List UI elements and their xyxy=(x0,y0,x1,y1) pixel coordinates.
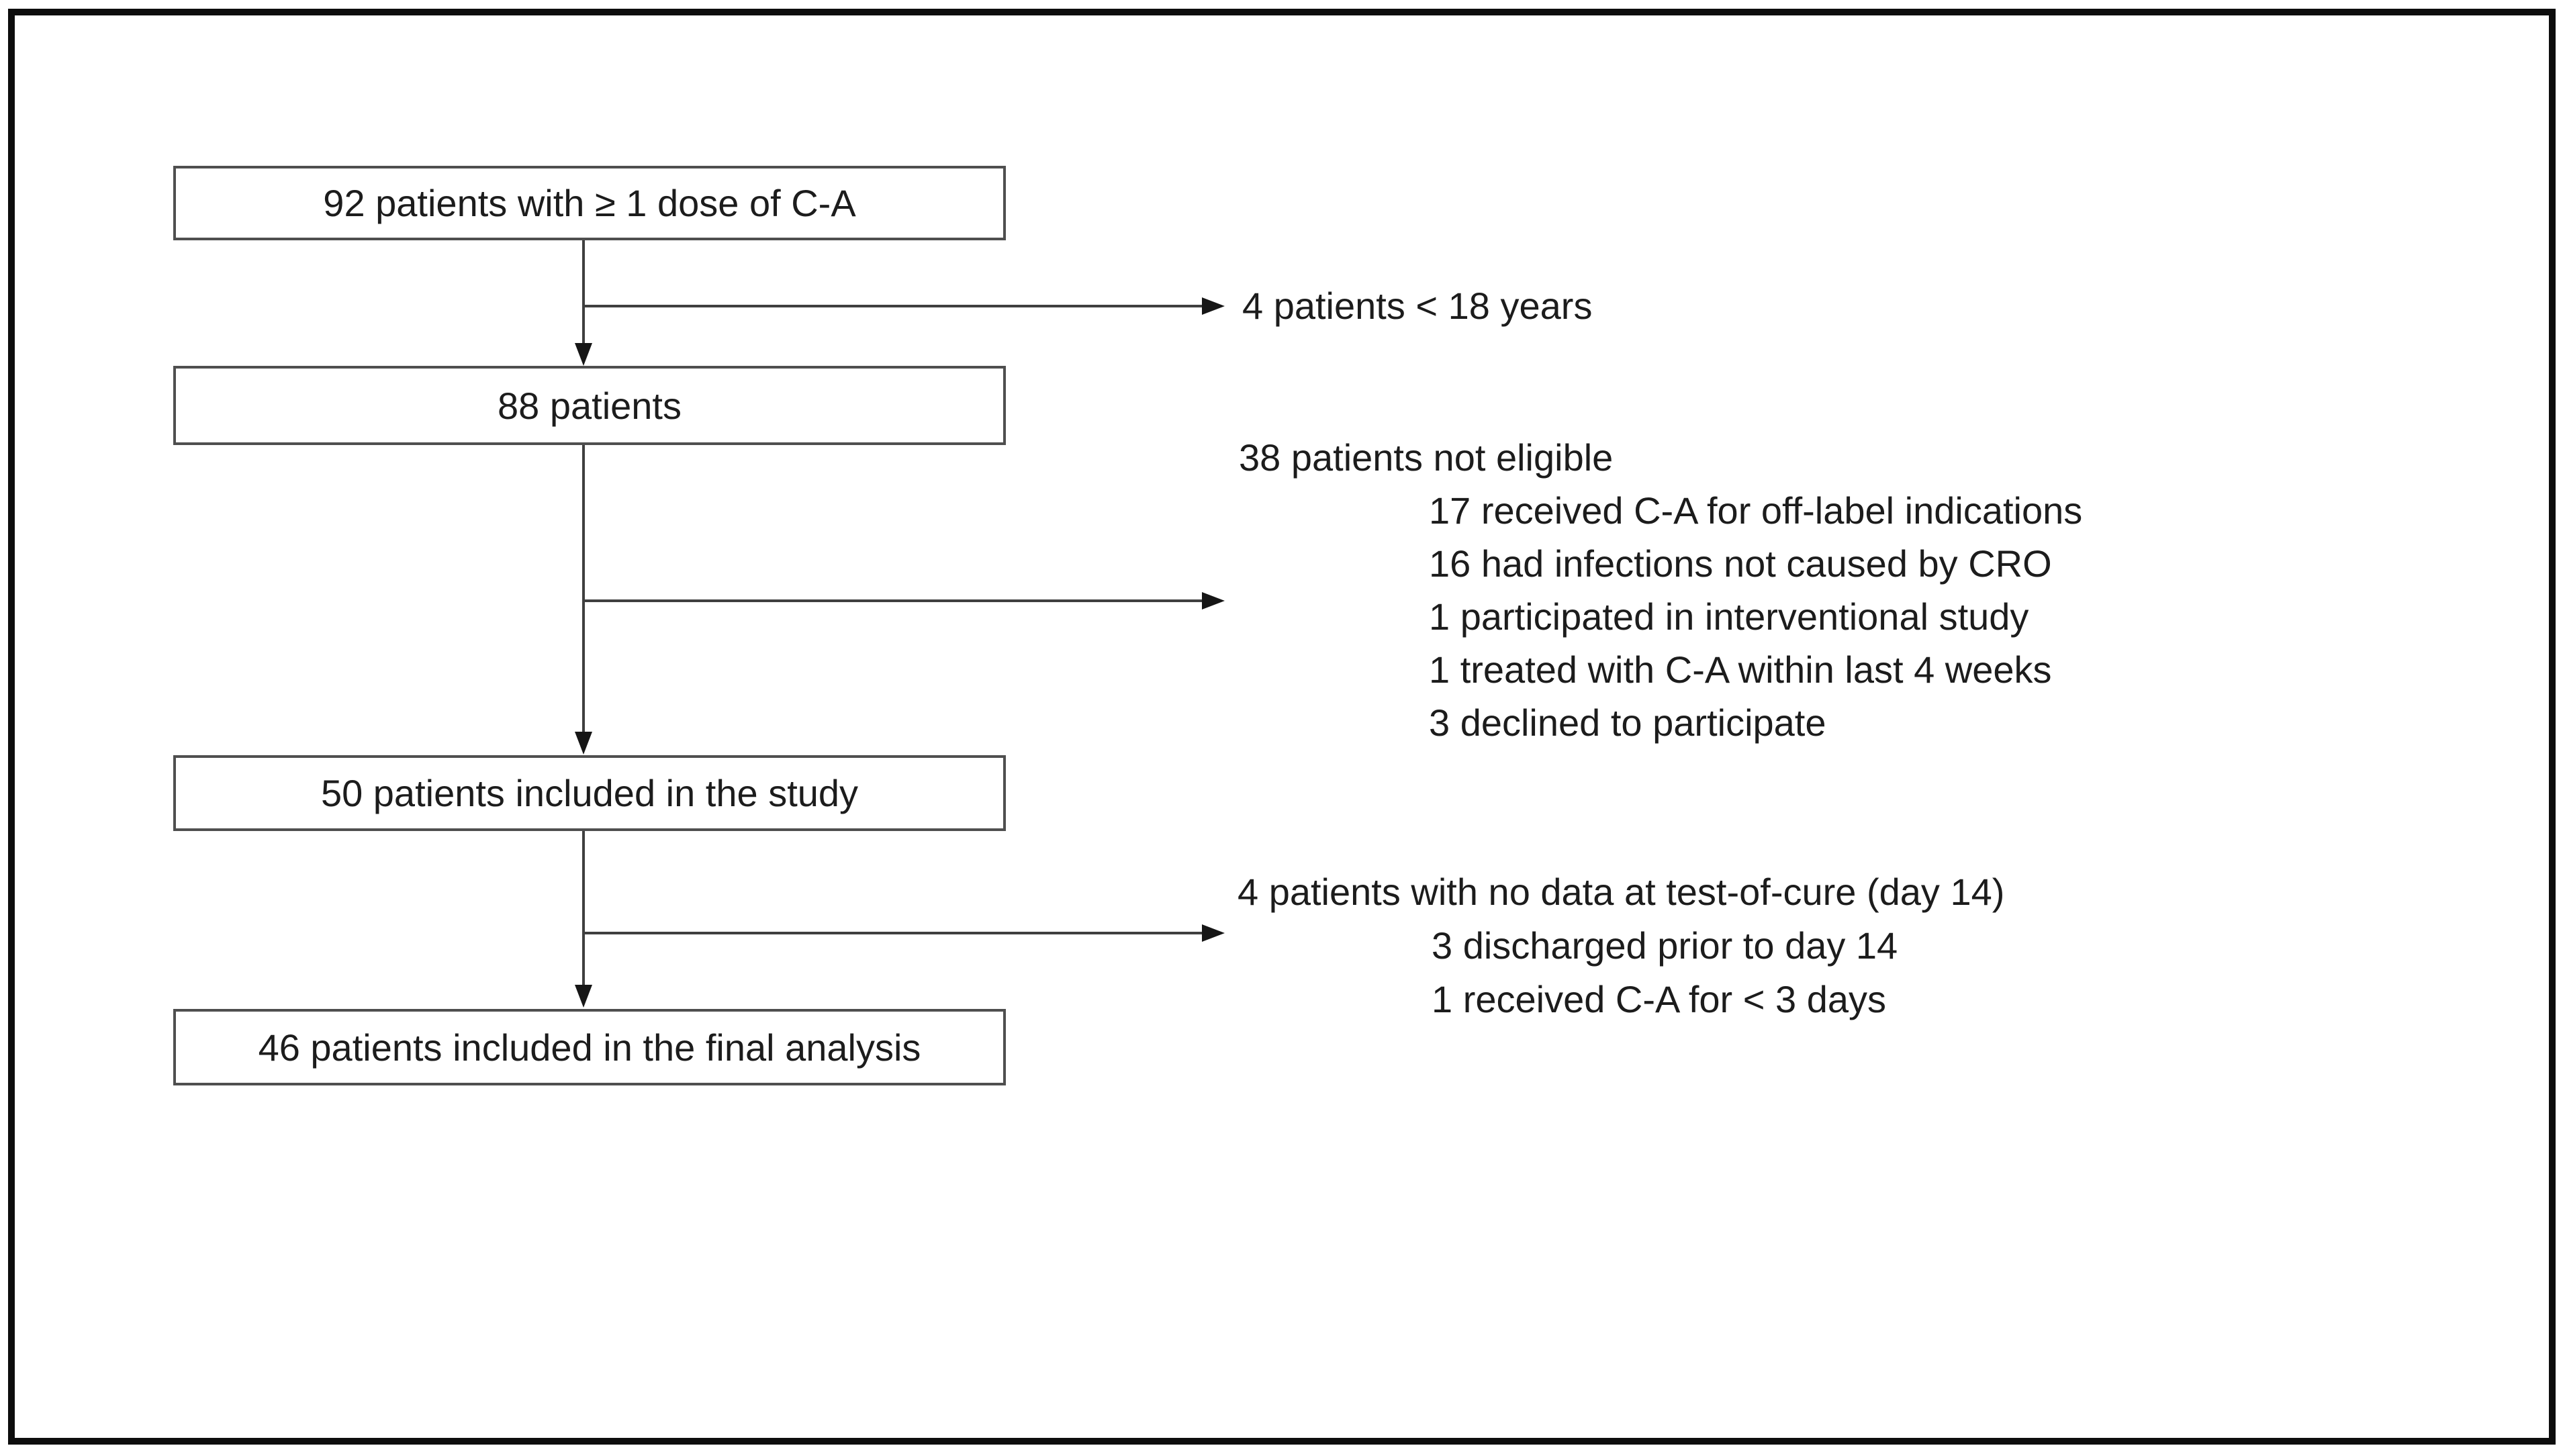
exclusion-details: 17 received C-A for off-label indication… xyxy=(1429,484,2082,749)
exclusion-detail-line: 1 participated in interventional study xyxy=(1429,595,2029,638)
flow-box-included-patients: 50 patients included in the study xyxy=(173,755,1006,831)
diagram-outer-border xyxy=(8,9,2556,1445)
arrowhead-right-1-icon xyxy=(1202,297,1225,315)
flow-box-label: 46 patients included in the final analys… xyxy=(258,1026,921,1069)
exclusion-details: 3 discharged prior to day 14 1 received … xyxy=(1432,919,2004,1026)
exclusion-detail-line: 17 received C-A for off-label indication… xyxy=(1429,489,2083,532)
exclusion-note-no-toc-data: 4 patients with no data at test-of-cure … xyxy=(1238,865,2004,1026)
exclusion-heading: 38 patients not eligible xyxy=(1239,436,1614,479)
flow-box-adult-patients: 88 patients xyxy=(173,366,1006,445)
exclusion-detail-line: 3 discharged prior to day 14 xyxy=(1432,924,1898,967)
flow-box-label: 50 patients included in the study xyxy=(320,772,859,814)
exclusion-detail-line: 1 treated with C-A within last 4 weeks xyxy=(1429,648,2052,691)
arrowhead-down-3-icon xyxy=(575,985,592,1008)
flow-box-dosed-patients: 92 patients with ≥ 1 dose of C-A xyxy=(173,166,1006,240)
flow-box-label: 92 patients with ≥ 1 dose of C-A xyxy=(323,182,856,224)
exclusion-detail-line: 16 had infections not caused by CRO xyxy=(1429,542,2052,585)
arrowhead-down-2-icon xyxy=(575,732,592,755)
exclusion-heading: 4 patients with no data at test-of-cure … xyxy=(1238,871,2005,913)
arrowhead-right-2-icon xyxy=(1202,592,1225,610)
arrowhead-down-1-icon xyxy=(575,343,592,366)
flow-box-label: 88 patients xyxy=(498,384,682,427)
exclusion-detail-line: 1 received C-A for < 3 days xyxy=(1432,978,1887,1020)
flow-box-final-analysis: 46 patients included in the final analys… xyxy=(173,1009,1006,1085)
exclusion-note-under18: 4 patients < 18 years xyxy=(1242,285,1593,327)
arrowhead-right-3-icon xyxy=(1202,924,1225,942)
exclusion-detail-line: 3 declined to participate xyxy=(1429,701,1826,744)
exclusion-note-not-eligible: 38 patients not eligible 17 received C-A… xyxy=(1239,431,2082,749)
